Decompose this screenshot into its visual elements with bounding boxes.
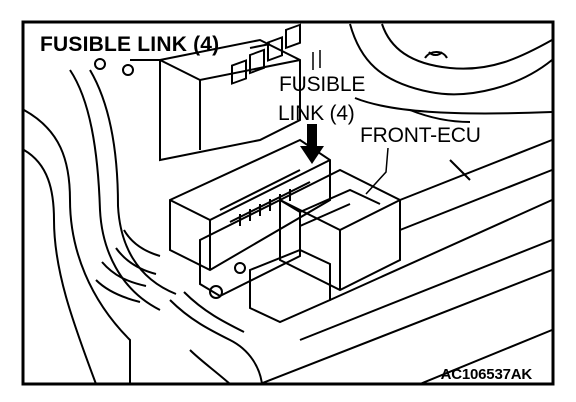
callout-fusible-link-line2: LINK (4)	[278, 102, 355, 125]
lower-cable-drawing	[169, 262, 263, 385]
left-hose-drawing	[23, 69, 177, 385]
figure-id: AC106537AK	[440, 366, 533, 383]
fuse-box-drawing	[169, 23, 331, 298]
down-arrow-icon	[300, 124, 324, 164]
reservoir-drawing	[349, 23, 553, 123]
front-ecu-drawing	[249, 168, 401, 324]
callout-fusible-link-line1: FUSIBLE	[279, 73, 366, 96]
battery-block-drawing	[94, 38, 301, 162]
right-panel-drawing	[259, 139, 553, 385]
diagram-title: FUSIBLE LINK (4)	[40, 33, 220, 56]
callout-front-ecu: FRONT-ECU	[360, 124, 481, 147]
leader-lines	[312, 50, 389, 195]
diagram-border	[21, 20, 555, 386]
